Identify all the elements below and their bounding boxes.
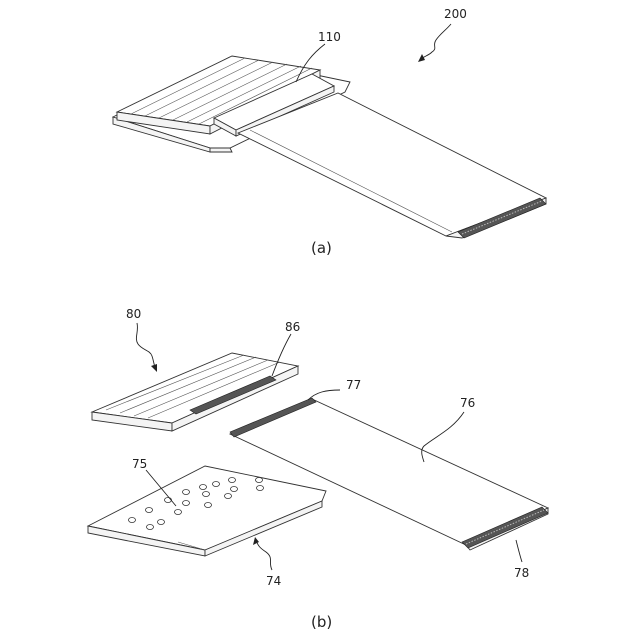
fig-b-leader-78 [516,540,522,562]
hole [129,518,136,523]
figure-b: 80 86 77 76 78 [88,307,548,631]
arrowhead-icon [151,364,157,372]
fig-b-label-78: 78 [514,566,529,580]
fig-b-arrow-80 [136,323,156,370]
fig-a-label-110: 110 [318,30,341,44]
hole [256,478,263,483]
hole [231,487,238,492]
hole [203,492,210,497]
hole [175,510,182,515]
hole [225,494,232,499]
hole [200,485,207,490]
figure-a: 110 200 (a) [113,7,546,257]
fig-a-caption: (a) [311,239,332,257]
hole [183,501,190,506]
fig-b-base-plate [88,466,326,556]
fig-b-label-75: 75 [132,457,147,471]
arrowhead-icon [253,537,259,545]
fig-a-arrow-200 [420,24,451,60]
hole [147,525,154,530]
hole [146,508,153,513]
hole [213,482,220,487]
arrowhead-icon [418,54,425,62]
hole [183,490,190,495]
hole [158,520,165,525]
fig-b-label-77: 77 [346,378,361,392]
hole [229,478,236,483]
hole [205,503,212,508]
fig-b-label-74: 74 [266,574,281,588]
fig-b-arrow-74 [256,540,272,570]
fig-a-label-200: 200 [444,7,467,21]
fig-b-label-80: 80 [126,307,141,321]
fig-b-label-86: 86 [285,320,300,334]
fig-b-caption: (b) [311,613,332,631]
fig-b-label-76: 76 [460,396,475,410]
fig-b-flex-cable [230,398,548,550]
hole [257,486,264,491]
